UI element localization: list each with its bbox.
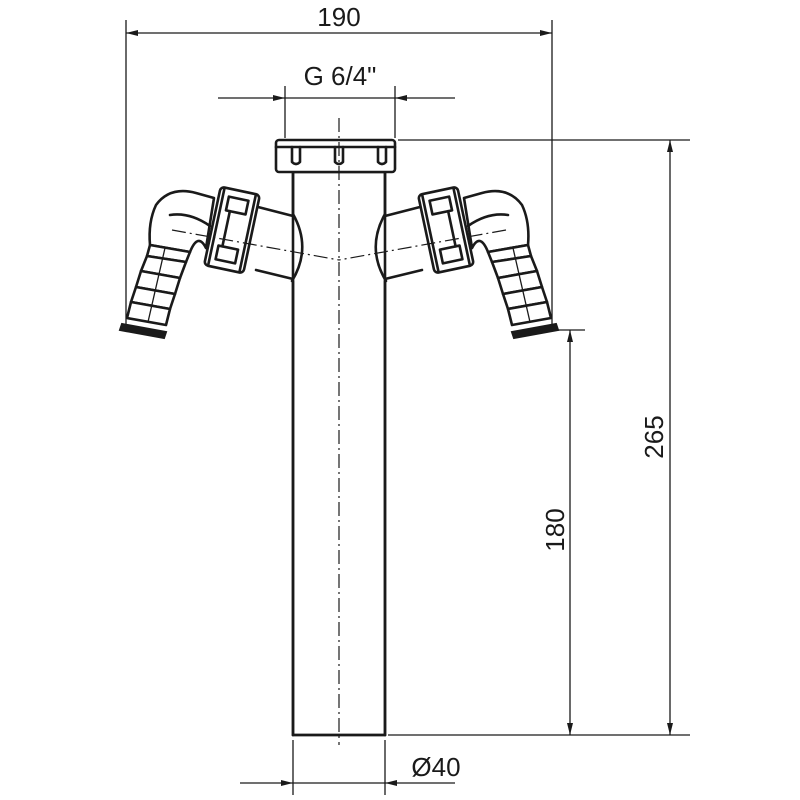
- dimension-label-180: 180: [540, 508, 570, 551]
- dimension-label-190: 190: [317, 2, 360, 32]
- dimension-overall-height: 265: [388, 139, 690, 736]
- dimension-branch-height: 180: [540, 329, 585, 735]
- dimension-label-265: 265: [639, 415, 669, 458]
- dimension-label-thread: G 6/4": [304, 61, 377, 91]
- dimension-pipe-diameter: Ø40: [240, 740, 461, 795]
- dimension-overall-width: 190: [125, 2, 553, 330]
- dimension-label-diameter: Ø40: [411, 752, 460, 782]
- top-nut: [274, 138, 397, 174]
- dimension-thread: G 6/4": [218, 61, 455, 138]
